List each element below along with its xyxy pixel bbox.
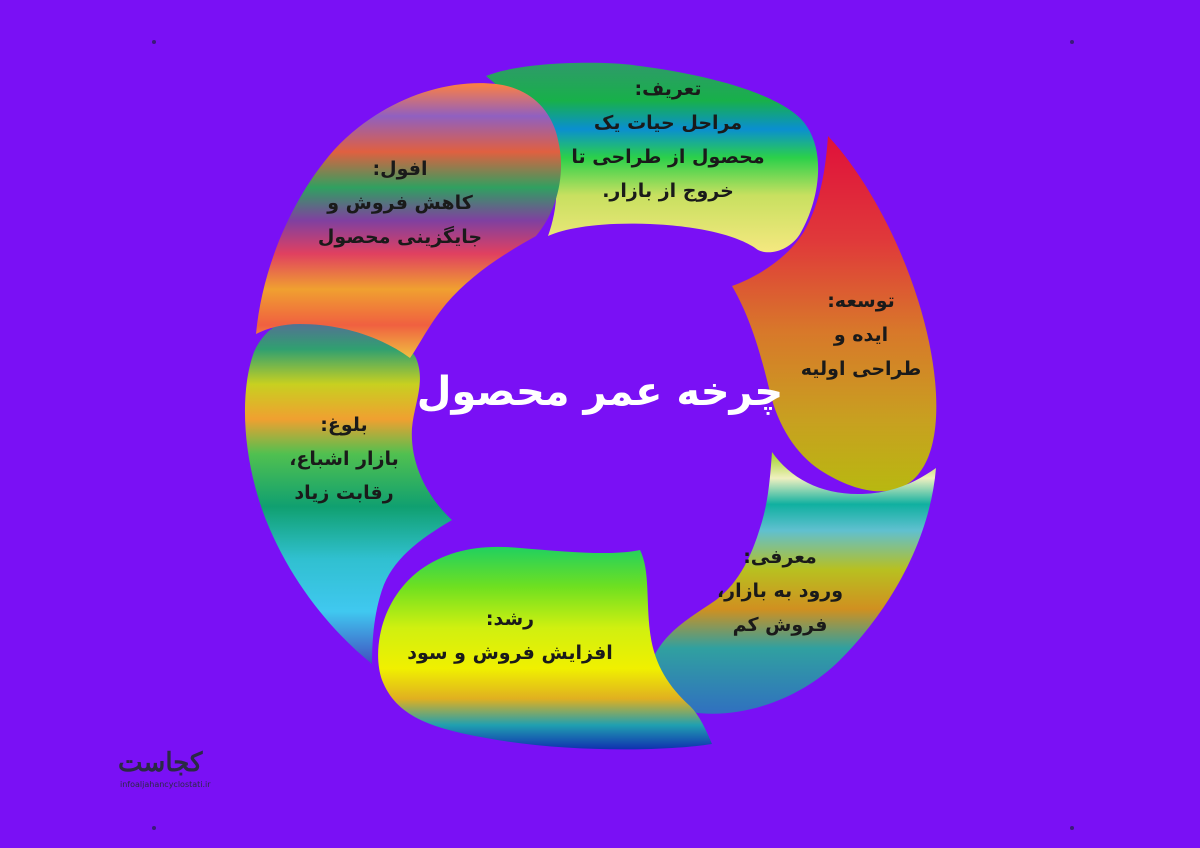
diagram-title: چرخه عمر محصول: [416, 369, 784, 415]
corner-dot: [1070, 826, 1074, 830]
segment-maturity: [244, 314, 452, 664]
stage-decline-text: افول: کاهش فروش و جایگزینی محصول: [290, 152, 510, 254]
stage-definition-line: محصول از طراحی تا: [571, 146, 765, 168]
stage-decline-line: کاهش فروش و: [327, 192, 473, 214]
stage-definition-line: مراحل حیات یک: [593, 112, 743, 134]
stage-growth-line: افزایش فروش و سود: [407, 642, 613, 664]
segment-definition: [486, 62, 819, 253]
brand-logo: کجاست: [118, 748, 203, 778]
stage-growth-title: رشد:: [485, 608, 535, 630]
stage-growth-text: رشد: افزایش فروش و سود: [390, 602, 630, 670]
segment-decline: [256, 83, 562, 358]
stage-definition-title: تعریف:: [634, 78, 702, 100]
stage-introduction-title: معرفی:: [743, 546, 817, 568]
brand-url: infoaljahancyclostati.ir: [120, 780, 211, 789]
segment-growth: [378, 546, 712, 750]
segment-introduction: [648, 452, 936, 714]
stage-maturity-text: بلوغ: بازار اشباع، رقابت زیاد: [254, 408, 434, 510]
stage-decline-line: جایگزینی محصول: [317, 226, 483, 248]
segment-development: [732, 136, 937, 492]
stage-definition-line: خروج از بازار.: [602, 180, 734, 202]
stage-maturity-line: بازار اشباع،: [289, 448, 399, 470]
corner-dot: [152, 826, 156, 830]
corner-dot: [152, 40, 156, 44]
stage-definition-text: تعریف: مراحل حیات یک محصول از طراحی تا خ…: [548, 72, 788, 208]
stage-development-title: توسعه:: [827, 290, 895, 312]
stage-development-line: طراحی اولیه: [800, 358, 922, 380]
stage-introduction-line: ورود به بازار،: [716, 580, 844, 602]
stage-introduction-line: فروش کم: [732, 614, 828, 636]
corner-dot: [1070, 40, 1074, 44]
stage-maturity-line: رقابت زیاد: [294, 482, 394, 504]
stage-introduction-text: معرفی: ورود به بازار، فروش کم: [680, 540, 880, 642]
stage-development-text: توسعه: ایده و طراحی اولیه: [776, 284, 946, 386]
stage-maturity-title: بلوغ:: [320, 414, 368, 436]
stage-decline-title: افول:: [372, 158, 428, 180]
stage-development-line: ایده و: [833, 324, 889, 346]
